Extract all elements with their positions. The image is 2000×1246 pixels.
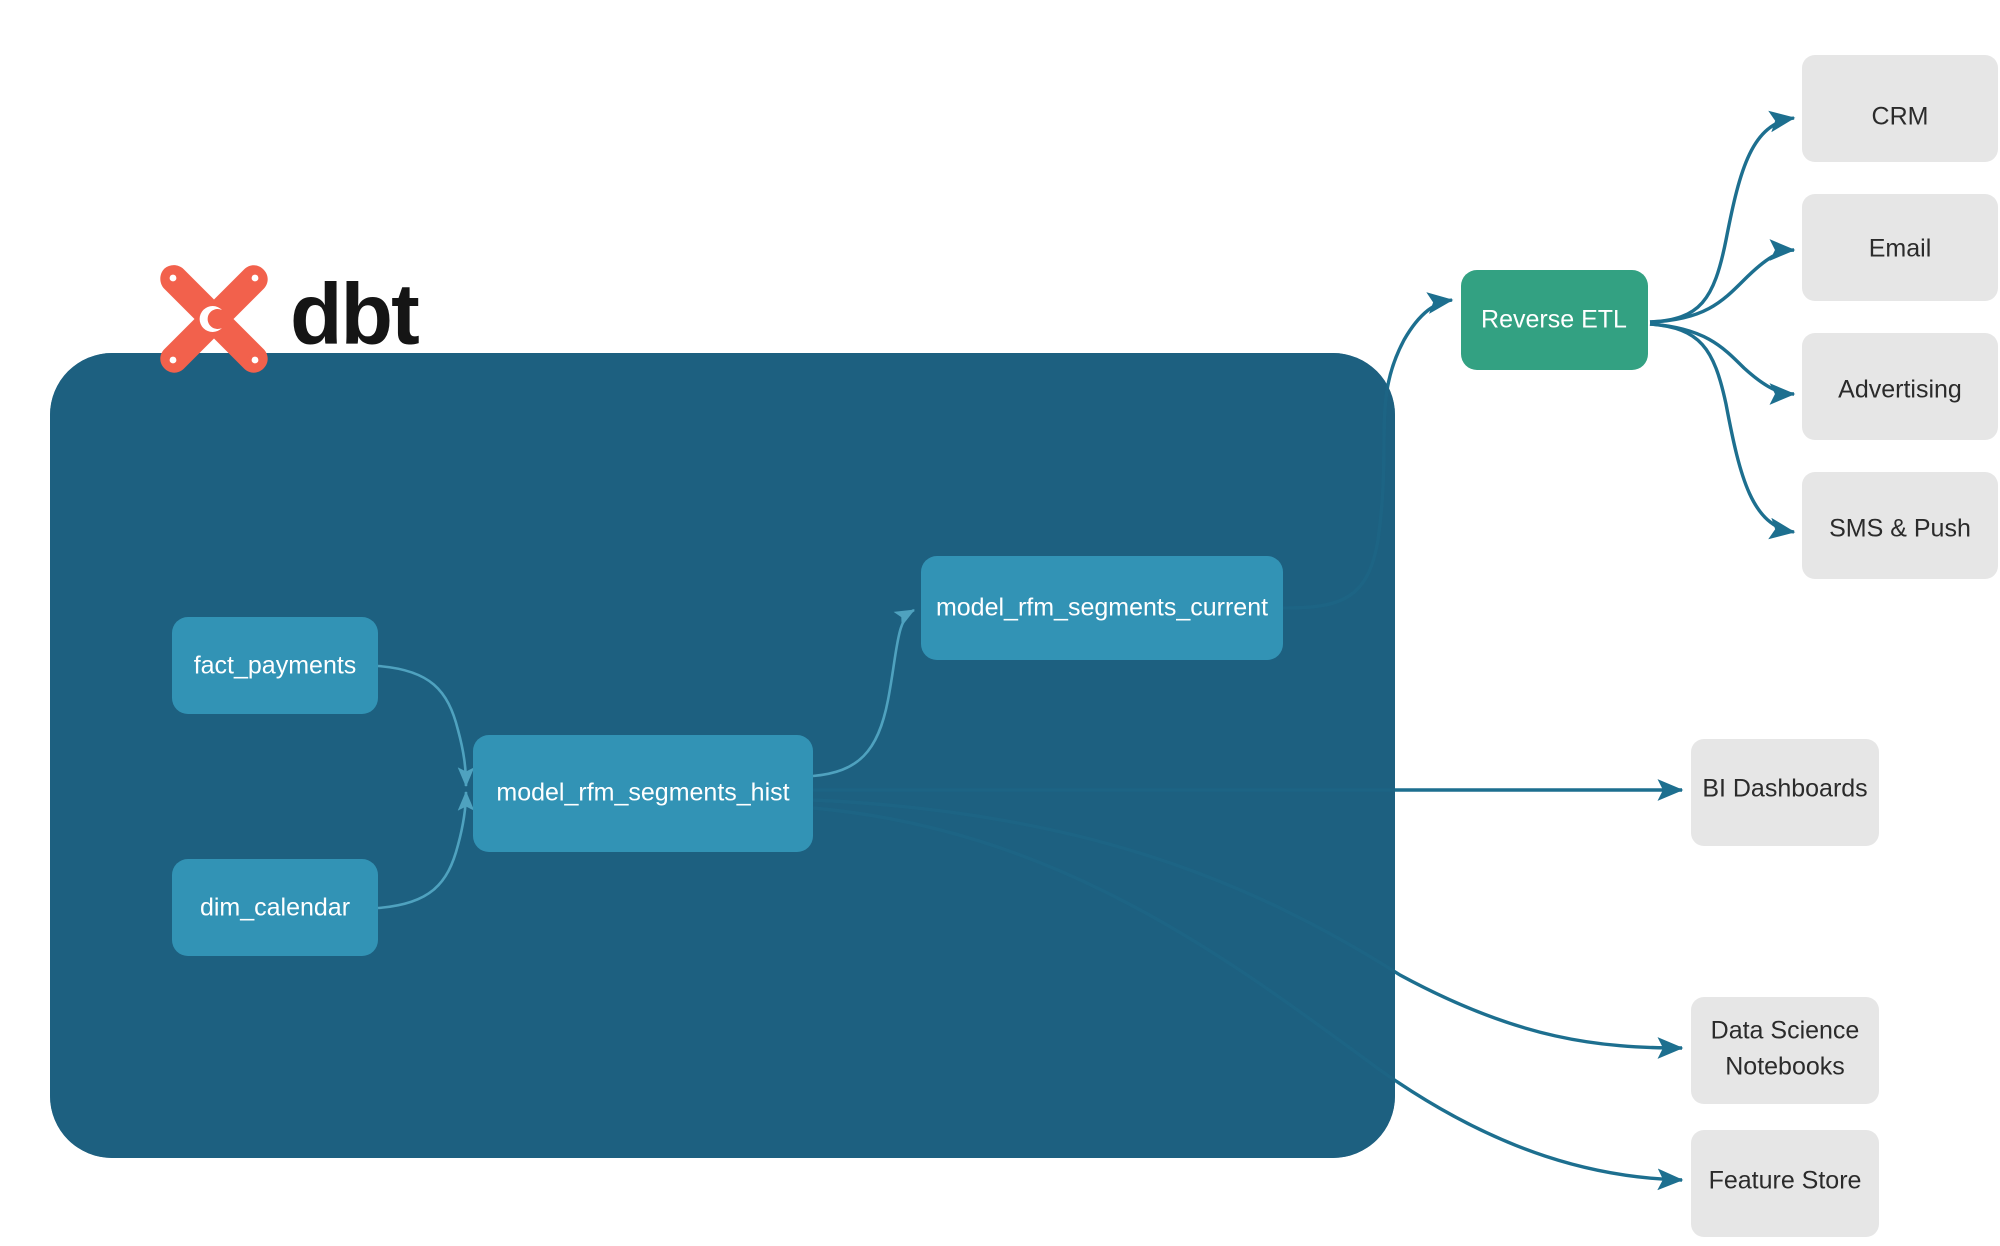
model-node-label: model_rfm_segments_current (936, 594, 1268, 622)
destination-box-crm[interactable]: CRM (1802, 55, 1998, 162)
destination-label: CRM (1872, 103, 1929, 131)
model-node-model_rfm_segments_current[interactable]: model_rfm_segments_current (921, 556, 1283, 660)
dbt-wordmark: dbt (290, 267, 419, 363)
model-node-fact_payments[interactable]: fact_payments (172, 617, 378, 714)
model-node-label: fact_payments (194, 652, 357, 680)
dbt-logo: dbt (160, 265, 421, 373)
destination-label-line1: Data Science (1711, 1017, 1860, 1045)
destination-box-email[interactable]: Email (1802, 194, 1998, 301)
destination-box-advertising[interactable]: Advertising (1802, 333, 1998, 440)
destination-box-bi-dashboards[interactable]: BI Dashboards (1691, 739, 1879, 846)
destination-label: Advertising (1838, 376, 1962, 404)
model-node-model_rfm_segments_hist[interactable]: model_rfm_segments_hist (473, 735, 813, 852)
edge-dim-calendar-to-hist (377, 790, 475, 910)
destination-label-line2: Notebooks (1725, 1053, 1845, 1081)
dbt-x-logo-icon (160, 265, 268, 373)
destination-box-data-science-notebooks[interactable]: Data Science Notebooks (1691, 997, 1879, 1104)
destination-label: Email (1869, 235, 1932, 263)
model-node-dim_calendar[interactable]: dim_calendar (172, 859, 378, 956)
destination-label: Feature Store (1709, 1167, 1862, 1195)
edge-reverse-etl-to-sms-push (1649, 322, 1796, 540)
model-node-label: dim_calendar (200, 894, 350, 922)
destination-label: BI Dashboards (1702, 775, 1867, 803)
destination-label: SMS & Push (1829, 515, 1971, 543)
reverse-etl-label: Reverse ETL (1481, 306, 1627, 334)
reverse-etl-node[interactable]: Reverse ETL (1461, 270, 1648, 370)
model-node-label: model_rfm_segments_hist (496, 779, 789, 807)
destination-box-feature-store[interactable]: Feature Store (1691, 1130, 1879, 1237)
edge-hist-to-current (812, 608, 915, 778)
edge-reverse-etl-to-email (1649, 239, 1796, 324)
edge-reverse-etl-to-advertising (1649, 322, 1796, 405)
edge-reverse-etl-to-crm (1649, 110, 1796, 324)
destination-box-sms-push[interactable]: SMS & Push (1802, 472, 1998, 579)
edge-fact-payments-to-hist (377, 664, 475, 788)
